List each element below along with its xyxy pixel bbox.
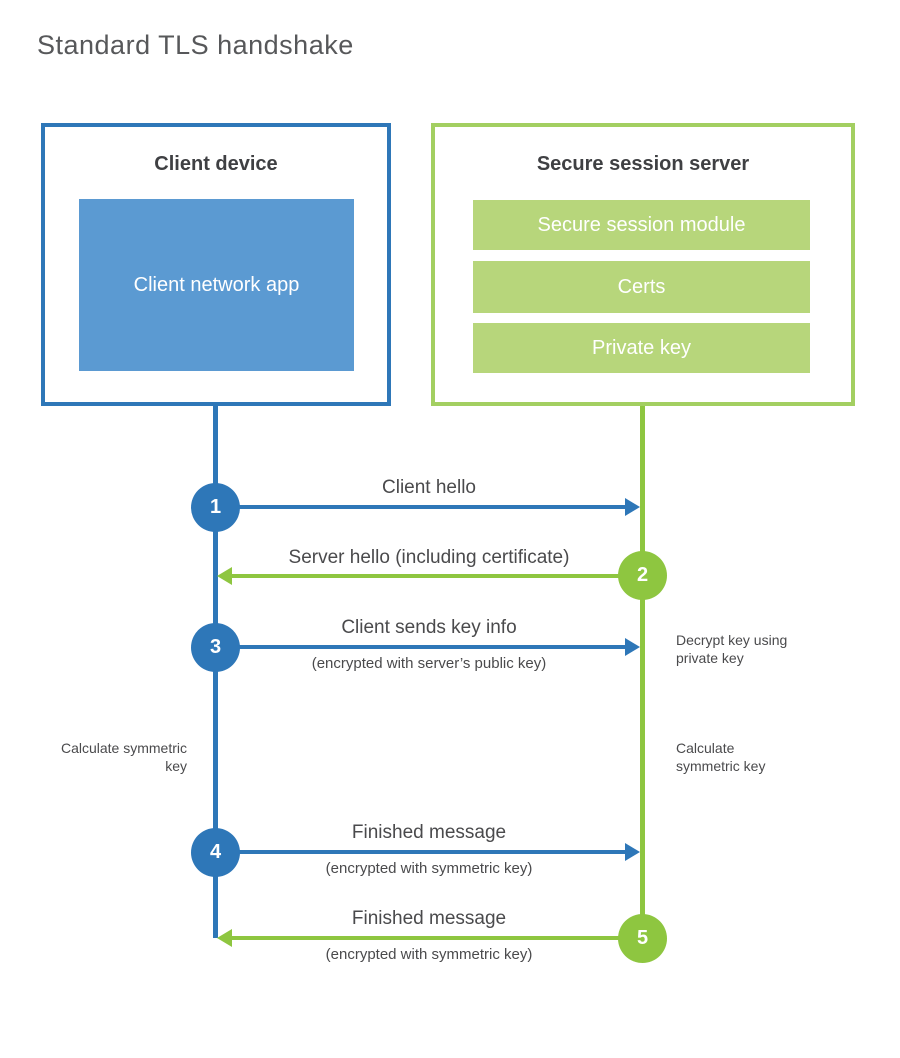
- message-sublabel-finished-server: (encrypted with symmetric key): [325, 946, 533, 963]
- step-circle-1: 1: [191, 483, 240, 532]
- step-circle-3: 3: [191, 623, 240, 672]
- message-label-server-hello: Server hello (including certificate): [288, 547, 570, 568]
- arrowhead-right-icon: [625, 638, 640, 656]
- page-title: Standard TLS handshake: [37, 30, 354, 60]
- client-device-title: Client device: [154, 153, 278, 175]
- message-label-client-key-info: Client sends key info: [341, 617, 517, 638]
- arrow-client-hello: [216, 505, 626, 509]
- client-lifeline: [213, 406, 218, 938]
- message-label-client-hello: Client hello: [382, 477, 476, 498]
- message-label-finished-server: Finished message: [351, 908, 507, 929]
- arrowhead-right-icon: [625, 498, 640, 516]
- step-circle-5: 5: [618, 914, 667, 963]
- note-decrypt-key: Decrypt key using private key: [676, 632, 788, 666]
- note-calculate-symmetric-key-server: Calculate symmetric key: [676, 740, 766, 774]
- arrow-finished-server: [232, 936, 642, 940]
- secure-session-server-title: Secure session server: [536, 153, 750, 175]
- server-lifeline: [640, 406, 645, 938]
- arrowhead-right-icon: [625, 843, 640, 861]
- server-module-certs: Certs: [473, 261, 810, 313]
- server-module-private-key: Private key: [473, 323, 810, 373]
- arrow-server-hello: [232, 574, 642, 578]
- note-calculate-symmetric-key-client: Calculate symmetric key: [60, 740, 187, 774]
- step-circle-4: 4: [191, 828, 240, 877]
- arrow-client-key-info: [216, 645, 626, 649]
- message-label-finished-client: Finished message: [351, 822, 507, 843]
- message-sublabel-finished-client: (encrypted with symmetric key): [325, 860, 533, 877]
- server-module-secure-session: Secure session module: [473, 200, 810, 250]
- arrow-finished-client: [216, 850, 626, 854]
- client-network-app-box: Client network app: [79, 199, 354, 371]
- step-circle-2: 2: [618, 551, 667, 600]
- arrowhead-left-icon: [217, 567, 232, 585]
- message-sublabel-client-key-info: (encrypted with server’s public key): [311, 655, 547, 672]
- client-network-app-label: Client network app: [133, 274, 300, 296]
- arrowhead-left-icon: [217, 929, 232, 947]
